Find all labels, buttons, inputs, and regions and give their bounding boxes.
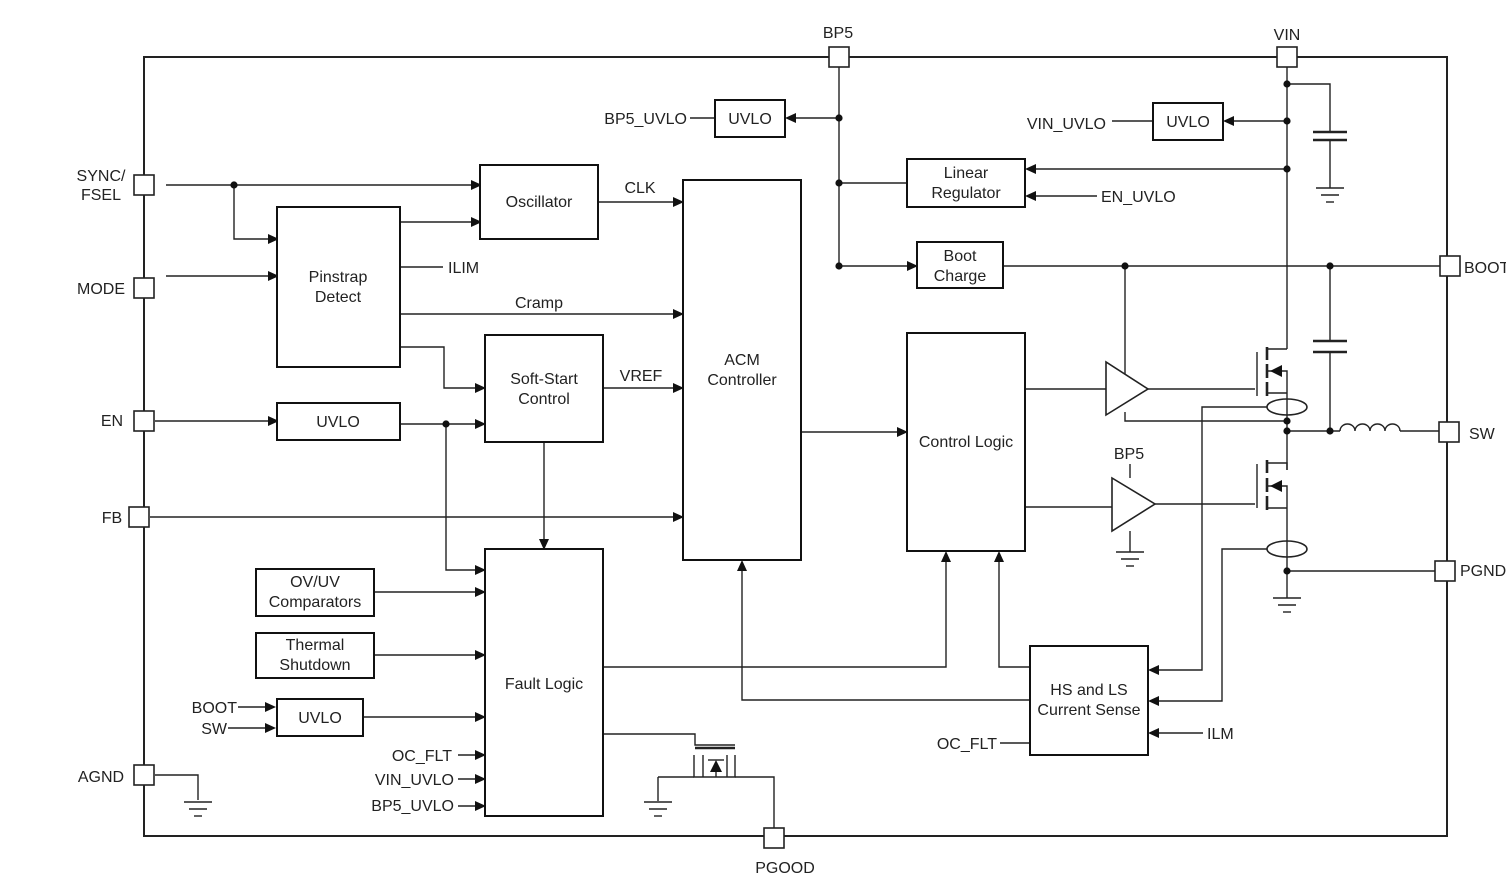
bp5-pin [828,46,850,68]
pinstrap-detect-label-2: Detect [315,289,362,306]
linear-regulator-block [906,158,1026,208]
boot-charge-label-2: Charge [934,268,987,285]
soft-start-label-2: Control [518,391,570,408]
sw-pin-label: SW [1469,426,1496,443]
boot-charge-label-1: Boot [944,248,977,265]
uvlo-vin-label: UVLO [1166,114,1210,131]
uvlo-en-label: UVLO [316,414,360,431]
wires [150,67,1440,828]
mode-pin [133,277,155,299]
current-sense-label-2: Current Sense [1037,702,1140,719]
acm-controller-label-1: ACM [724,352,760,369]
pgood-pin [763,827,785,849]
soft-start-label-1: Soft-Start [510,371,578,388]
uvlo-boot-block [276,698,364,737]
bp5-uvlo-in-label: BP5_UVLO [371,798,454,815]
uvlo-vin-block [1152,102,1224,141]
vin-pin [1276,46,1298,68]
oscillator-block [479,164,599,240]
fault-logic-label: Fault Logic [505,676,583,693]
ilm-label: ILM [1207,726,1234,743]
ls-current-sensor [1266,540,1308,558]
oc-flt-out-label: OC_FLT [937,736,997,753]
sw-pin [1438,421,1460,443]
ic-outline [143,56,1448,837]
linear-regulator-label-2: Regulator [931,185,1001,202]
mode-pin-label: MODE [77,281,125,298]
agnd-pin [133,764,155,786]
cramp-label: Cramp [515,295,563,312]
boot-charge-block [916,241,1004,289]
ilim-label: ILIM [448,260,479,277]
ground-symbols [184,187,1344,817]
pgnd-pin-label: PGND [1460,563,1506,580]
vin-pin-label: VIN [1274,27,1301,44]
sync-fsel-pin [133,174,155,196]
fault-logic-block [484,548,604,817]
pinstrap-detect-label-1: Pinstrap [309,269,368,286]
fb-pin [128,506,150,528]
control-logic-block [906,332,1026,552]
agnd-pin-label: AGND [78,769,124,786]
ovuv-comparators-block [255,568,375,617]
thermal-label-2: Shutdown [279,657,350,674]
vref-label: VREF [620,368,663,385]
pgnd-pin [1434,560,1456,582]
hs-current-sensor [1266,398,1308,416]
uvlo-bp5-block [714,99,786,138]
high-side-driver [1105,360,1150,417]
current-sense-block [1029,645,1149,756]
vin-uvlo-out-label: VIN_UVLO [1027,116,1106,133]
uvlo-boot-label: UVLO [298,710,342,727]
bp5-driver-label: BP5 [1114,446,1144,463]
oscillator-label: Oscillator [506,194,573,211]
arrowheads [265,113,1234,811]
junction-dots [230,80,1334,575]
ovuv-label-2: Comparators [269,594,361,611]
boot-pin [1439,255,1461,277]
capacitors [1313,130,1347,354]
fb-pin-label: FB [102,510,122,527]
acm-controller-label-2: Controller [707,372,777,389]
ovuv-label-1: OV/UV [290,574,340,591]
uvlo-en-block [276,402,401,441]
en-uvlo-label: EN_UVLO [1101,189,1176,206]
sw-in-label: SW [201,721,228,738]
inductor [1339,423,1401,432]
current-sense-label-1: HS and LS [1050,682,1127,699]
bp5-uvlo-out-label: BP5_UVLO [604,111,687,128]
pinstrap-detect-block [276,206,401,368]
bp5-pin-label: BP5 [823,25,853,42]
thermal-shutdown-block [255,632,375,679]
linear-regulator-label-1: Linear [944,165,989,182]
uvlo-bp5-label: UVLO [728,111,772,128]
mosfet-symbols [695,347,1288,777]
sync-fsel-pin-label-1: SYNC/ [77,168,126,185]
vin-uvlo-in-label: VIN_UVLO [375,772,454,789]
control-logic-label: Control Logic [919,434,1013,451]
en-pin-label: EN [101,413,123,430]
oc-flt-in-label: OC_FLT [392,748,452,765]
sync-fsel-pin-label-2: FSEL [81,187,121,204]
pgood-pin-label: PGOOD [755,860,815,877]
acm-controller-block [682,179,802,561]
soft-start-block [484,334,604,443]
boot-in-label: BOOT [192,700,238,717]
clk-label: CLK [624,180,655,197]
low-side-driver [1111,476,1157,533]
en-pin [133,410,155,432]
boot-pin-label: BOOT [1464,260,1506,277]
thermal-label-1: Thermal [286,637,345,654]
